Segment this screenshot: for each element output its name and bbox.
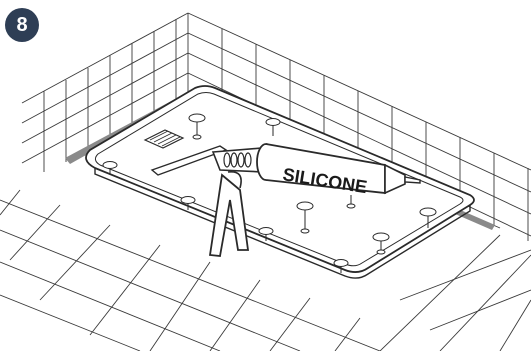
installation-illustration: SILICONE <box>0 0 531 351</box>
